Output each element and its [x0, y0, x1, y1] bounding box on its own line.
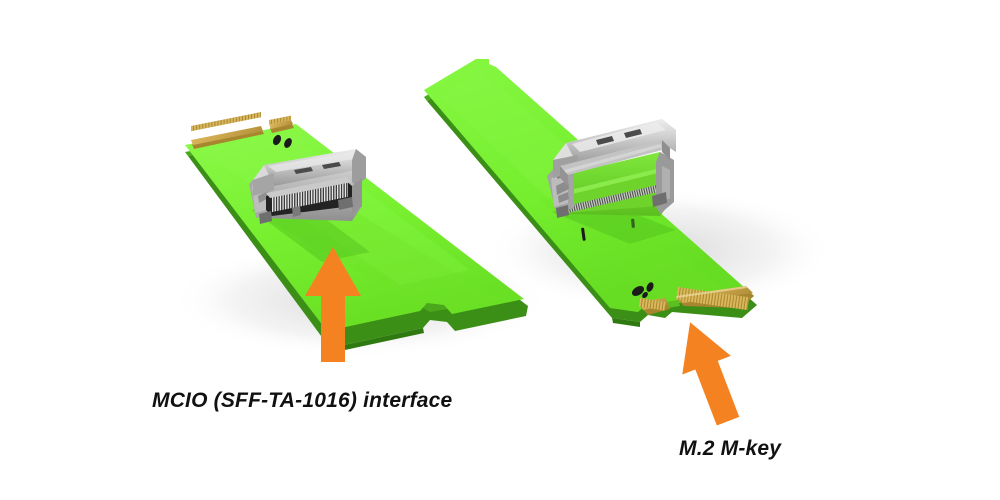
- left-gold-edge-fingers: [191, 112, 264, 149]
- right-smd-components-upper: [581, 218, 635, 241]
- right-shell-cutouts: [596, 129, 642, 145]
- label-m2-m-key: M.2 M-key: [679, 437, 782, 460]
- m2-m-key-edge-connector: [638, 286, 754, 315]
- left-mcio-connector: [249, 149, 370, 262]
- arrow-up-mcio: [305, 247, 361, 362]
- left-board: [185, 112, 528, 353]
- left-smd-components: [272, 134, 292, 148]
- right-mcio-connector: [547, 119, 676, 244]
- left-shell-cutouts: [294, 162, 341, 174]
- left-gold-tab-fingers: [269, 115, 294, 133]
- right-board: [424, 59, 757, 327]
- right-smd-components-lower: [631, 282, 654, 299]
- arrow-up-m2: [682, 322, 740, 426]
- label-mcio-interface: MCIO (SFF-TA-1016) interface: [152, 389, 453, 412]
